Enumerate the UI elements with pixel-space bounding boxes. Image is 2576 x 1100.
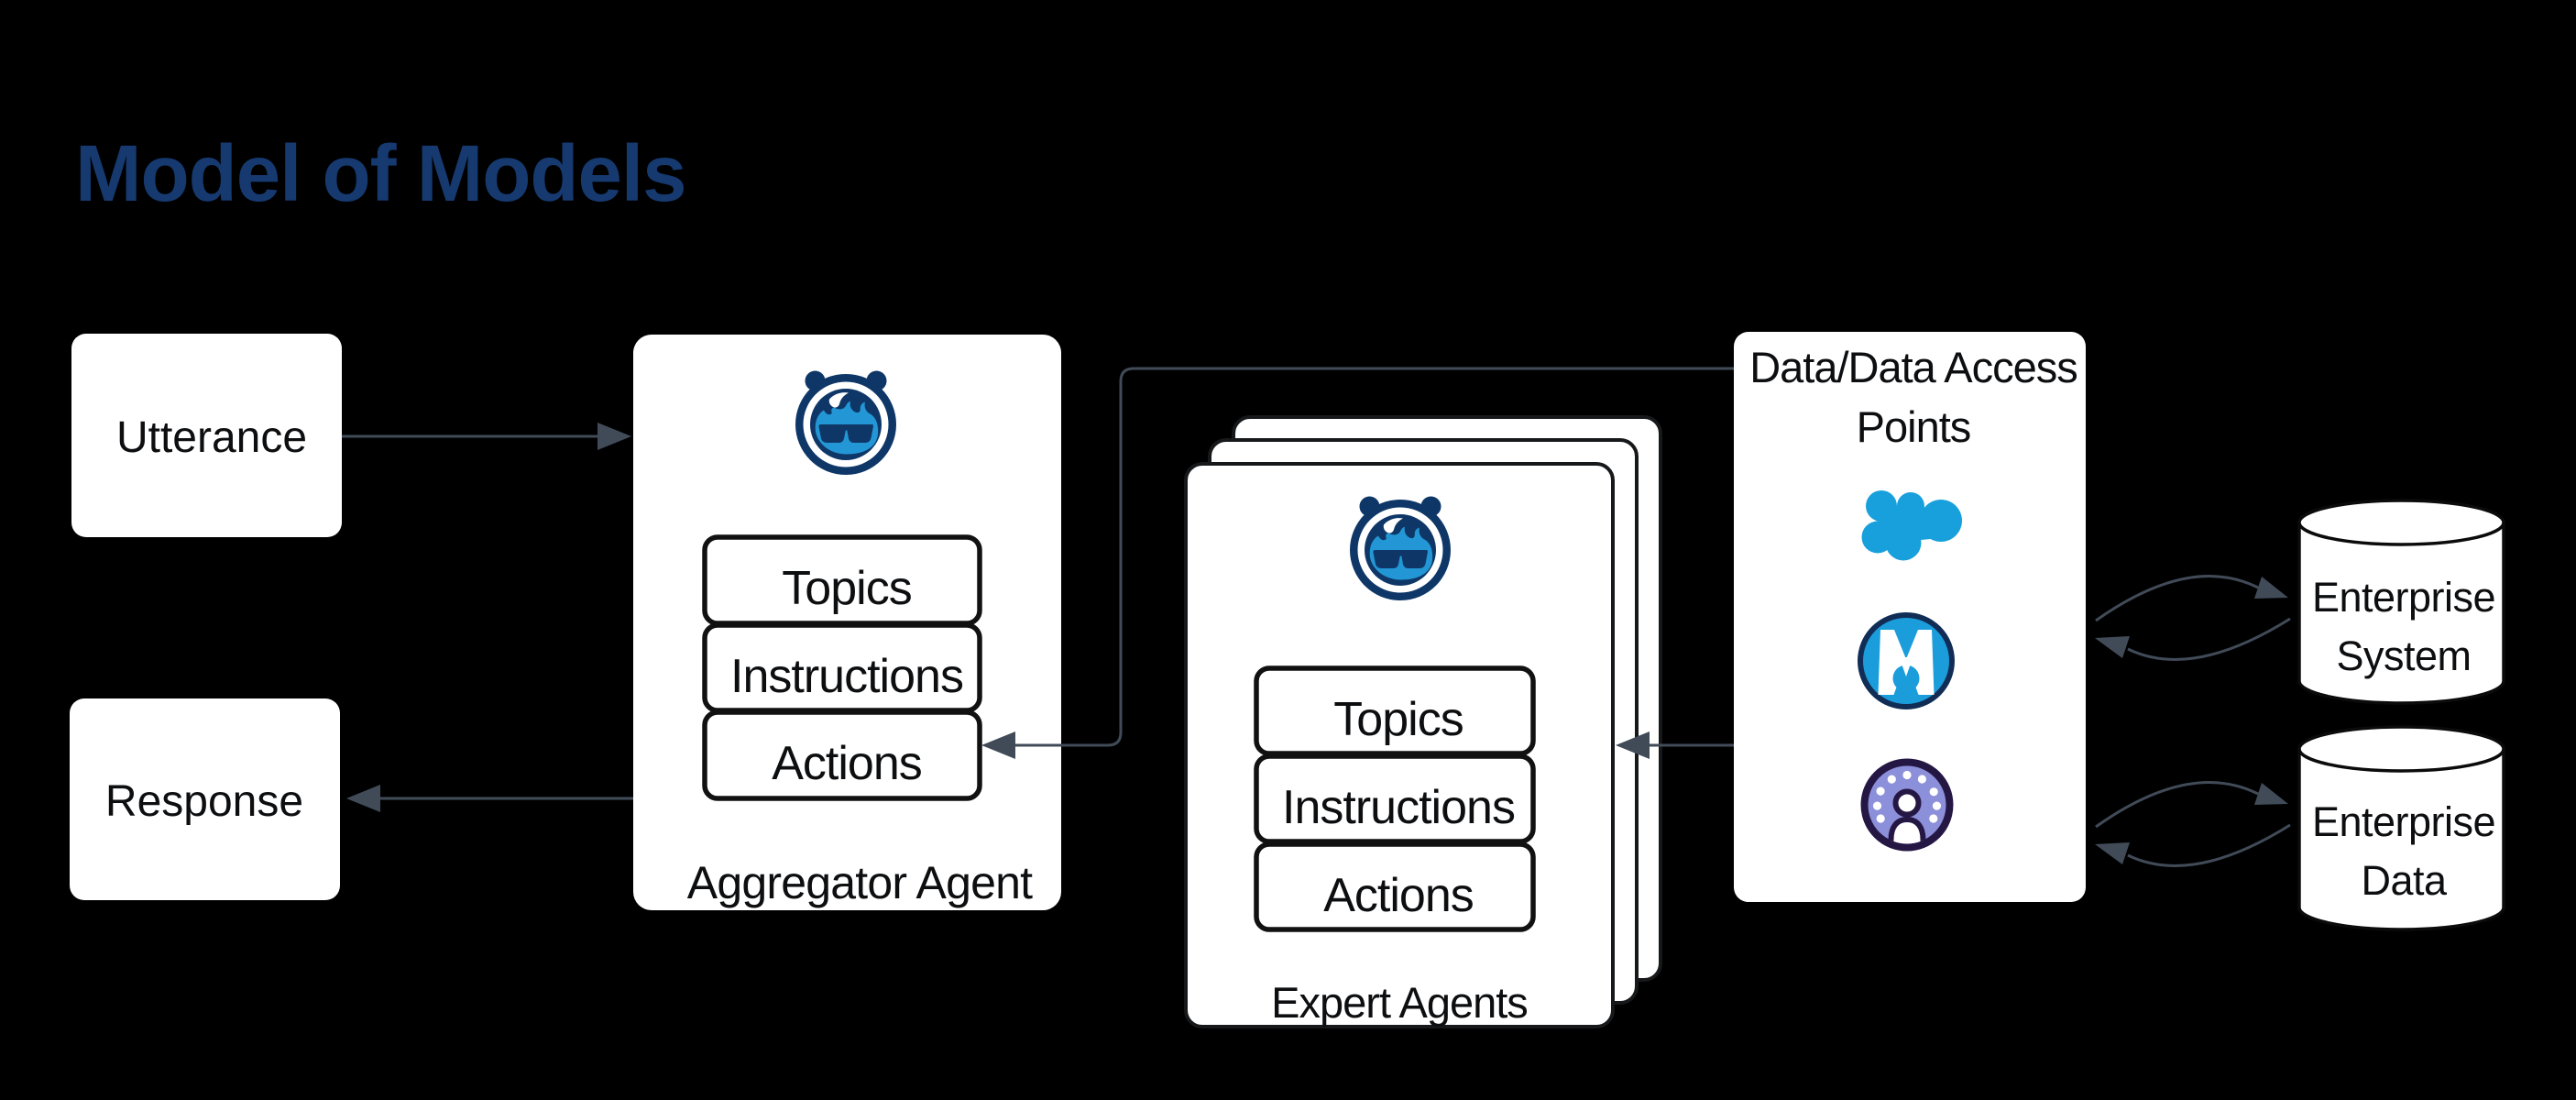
svg-text:Response: Response [105,777,303,826]
svg-text:Data: Data [2361,857,2448,904]
svg-text:Expert Agents: Expert Agents [1271,978,1528,1027]
svg-text:Topics: Topics [782,562,911,615]
svg-text:Data/Data Access: Data/Data Access [1749,343,2077,391]
svg-text:System: System [2336,632,2471,679]
svg-text:Model of Models: Model of Models [75,129,685,218]
svg-text:Actions: Actions [1323,869,1474,922]
svg-text:Enterprise: Enterprise [2312,574,2495,621]
svg-text:Topics: Topics [1333,693,1463,746]
svg-text:Points: Points [1857,402,1971,451]
svg-text:Instructions: Instructions [730,650,963,703]
svg-text:Aggregator Agent: Aggregator Agent [687,857,1033,908]
svg-text:Instructions: Instructions [1282,781,1515,834]
svg-text:Enterprise: Enterprise [2312,798,2495,845]
svg-text:Utterance: Utterance [116,413,307,462]
svg-text:Actions: Actions [772,737,922,790]
